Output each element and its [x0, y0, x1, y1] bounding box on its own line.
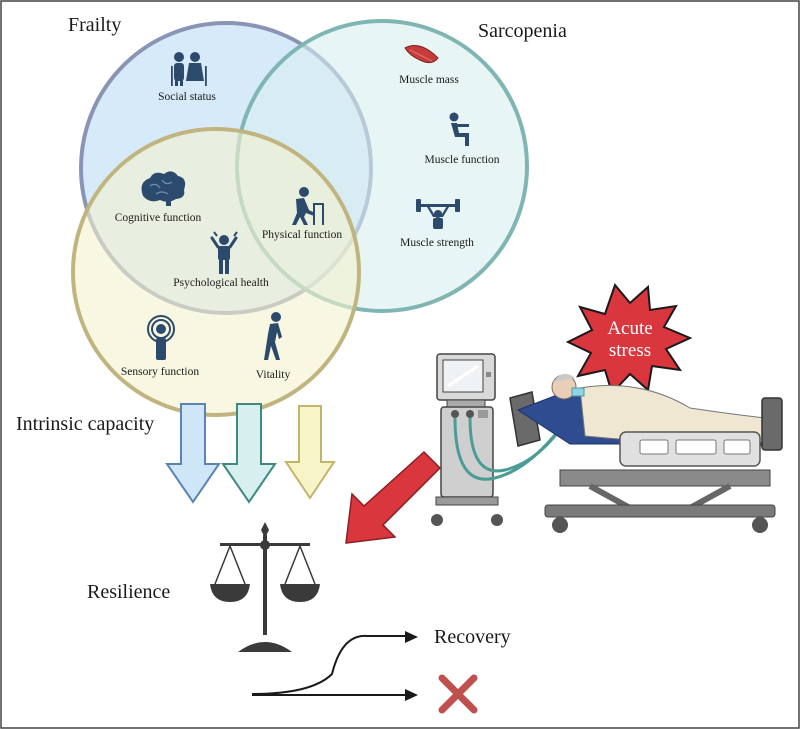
muscle-strength-label: Muscle strength — [400, 237, 474, 249]
recovery-curve — [251, 634, 407, 695]
elderly-couple-icon — [171, 52, 207, 86]
frailty-arrow — [165, 403, 221, 504]
hospital-bed-icon — [509, 373, 783, 533]
social-status-label: Social status — [158, 91, 216, 103]
failure-x-icon — [438, 674, 478, 714]
recovery-arrowhead — [405, 631, 418, 643]
brain-icon — [141, 171, 186, 206]
muscle-mass-label: Muscle mass — [399, 74, 459, 86]
muscle-icon — [404, 45, 439, 64]
intrinsic-capacity-title: Intrinsic capacity — [16, 413, 154, 435]
sensory-function-label: Sensory function — [121, 366, 200, 378]
ear-icon — [147, 315, 175, 360]
input-arrows — [165, 403, 336, 504]
resilience-label: Resilience — [87, 581, 170, 603]
sarcopenia-arrow — [221, 403, 277, 504]
weightlifter-icon — [416, 199, 460, 229]
acute-stress-line1: Acute — [607, 318, 652, 339]
vitality-label: Vitality — [256, 369, 291, 381]
stress-arrow — [345, 450, 442, 544]
physical-function-label: Physical function — [262, 229, 342, 241]
venn-diagram — [71, 19, 529, 417]
stressed-person-icon — [210, 231, 238, 274]
acute-stress-line2: stress — [609, 340, 651, 361]
recovery-label: Recovery — [434, 626, 511, 648]
sarcopenia-title: Sarcopenia — [478, 20, 567, 42]
muscle-function-label: Muscle function — [424, 154, 499, 166]
walking-person-icon — [264, 312, 282, 360]
walker-icon — [292, 187, 324, 225]
squat-icon — [449, 112, 469, 146]
outcome-curves — [251, 631, 418, 701]
psychological-health-label: Psychological health — [173, 277, 269, 289]
ventilator-icon — [431, 353, 577, 526]
intrinsic-capacity-circle — [71, 127, 361, 417]
balance-scale-icon — [210, 522, 320, 652]
intrinsic-capacity-arrow — [284, 405, 336, 500]
decline-arrowhead — [405, 689, 418, 701]
cognitive-function-label: Cognitive function — [115, 212, 202, 224]
frailty-title: Frailty — [68, 14, 121, 36]
